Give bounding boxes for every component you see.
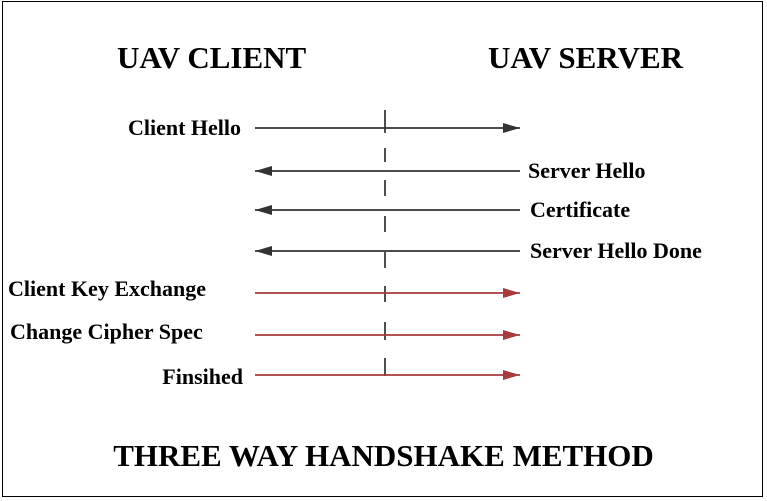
server-header: UAV SERVER (488, 40, 684, 75)
message-label-certificate: Certificate (530, 197, 631, 222)
arrowhead-left-icon (255, 205, 272, 215)
message-label-server-hello: Server Hello (528, 158, 646, 183)
arrowhead-right-icon (503, 123, 520, 133)
diagram-caption: THREE WAY HANDSHAKE METHOD (113, 438, 654, 473)
arrowhead-left-icon (255, 246, 272, 256)
arrowhead-right-icon (503, 330, 520, 340)
message-label-server-hello-done: Server Hello Done (530, 238, 702, 263)
message-label-client-key-exchange: Client Key Exchange (8, 276, 206, 301)
message-label-change-cipher-spec: Change Cipher Spec (10, 319, 203, 344)
arrowhead-right-icon (503, 288, 520, 298)
client-header: UAV CLIENT (117, 40, 307, 75)
arrowhead-left-icon (255, 166, 272, 176)
message-label-finished: Finsihed (162, 364, 243, 389)
message-label-client-hello: Client Hello (127, 115, 241, 140)
arrowhead-right-icon (503, 370, 520, 380)
